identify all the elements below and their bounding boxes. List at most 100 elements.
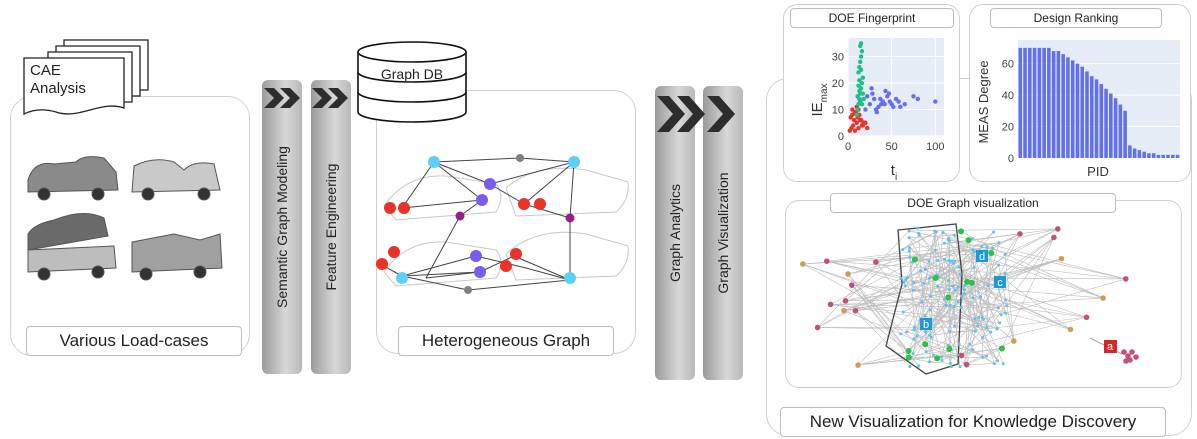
network-edge: [929, 355, 962, 363]
network-edge: [945, 304, 961, 367]
network-edge: [913, 335, 930, 355]
network-edge: [912, 278, 930, 354]
scatter-point: [867, 102, 873, 107]
network-node: [907, 249, 911, 253]
network-node-green: [934, 355, 941, 362]
bar: [1080, 66, 1085, 158]
network-edge: [913, 282, 950, 332]
scatter-point: [882, 102, 887, 107]
network-node: [1004, 298, 1008, 302]
network-edge: [929, 237, 1055, 336]
network-node: [953, 288, 957, 292]
network-node: [971, 296, 975, 300]
bar: [1056, 51, 1061, 158]
bar: [1042, 47, 1046, 158]
network-node: [986, 284, 990, 288]
network-node: [1005, 304, 1009, 308]
network-edge: [944, 228, 1058, 244]
network-node-green: [988, 249, 995, 256]
scatter-point: [873, 107, 879, 112]
database-icon: [357, 41, 467, 123]
network-node: [997, 241, 1001, 245]
network-node: [936, 284, 940, 288]
network-edge: [900, 333, 967, 365]
network-edge: [954, 235, 1007, 314]
network-node: [903, 284, 907, 288]
bar: [1175, 154, 1180, 158]
network-edge: [934, 231, 937, 275]
network-edge: [942, 232, 1071, 330]
network-node-green: [968, 279, 975, 286]
scatter-point: [859, 49, 865, 54]
network-edge: [909, 304, 947, 367]
cluster-label-a-text: a: [1107, 341, 1114, 353]
network-edge: [931, 296, 981, 338]
scatter-point: [865, 94, 870, 99]
network-edge: [966, 281, 1071, 330]
cluster-label-d: d: [976, 250, 988, 263]
network-edge: [983, 278, 1126, 320]
network-edge: [908, 228, 1058, 232]
network-edge: [972, 249, 998, 330]
network-node-green: [957, 228, 964, 235]
bar: [1104, 88, 1108, 158]
bar: [1061, 54, 1065, 158]
network-edge: [905, 279, 955, 327]
network-node: [1001, 362, 1005, 366]
network-edge: [960, 231, 993, 249]
bar: [1151, 153, 1156, 158]
doe-graph-title: DOE Graph visualization: [830, 193, 1116, 213]
network-node: [916, 226, 920, 230]
network-edge: [992, 248, 1104, 299]
network-node: [997, 263, 1001, 267]
network-node-green: [964, 278, 971, 285]
scatter-ytick: 30: [832, 52, 844, 64]
network-edge: [961, 331, 992, 356]
network-edge: [958, 344, 995, 364]
graph-visualization-label: Graph Visualization: [715, 172, 731, 294]
network-edge: [817, 278, 901, 328]
network-node: [960, 294, 964, 298]
network-edge: [909, 234, 955, 238]
scatter-point: [858, 67, 864, 72]
doe-graph-network: d c b a: [800, 223, 1139, 375]
network-node: [977, 315, 981, 319]
network-node: [899, 276, 903, 280]
network-node-outer: [1051, 234, 1057, 241]
network-edge: [826, 260, 908, 279]
network-node: [915, 334, 919, 338]
graph-db-label: Graph DB: [380, 66, 444, 82]
network-edge: [802, 263, 930, 336]
network-edge: [845, 267, 974, 302]
network-edge: [817, 230, 910, 328]
scatter-point: [886, 91, 892, 96]
network-node-outer: [1129, 349, 1135, 355]
network-node: [1003, 271, 1007, 275]
network-node: [942, 297, 946, 301]
scatter-ylabel: IEmax: [809, 83, 830, 116]
network-edge: [950, 285, 966, 364]
bar: [1137, 150, 1142, 158]
chevrons-icon-2: [657, 96, 735, 132]
bar-ytick: 40: [1002, 90, 1014, 102]
network-edge: [982, 337, 1003, 349]
network-node: [947, 238, 951, 242]
bar: [1128, 145, 1132, 158]
bar-ytick: 60: [1002, 59, 1014, 71]
scatter-point: [858, 41, 864, 46]
network-node: [927, 360, 931, 364]
scatter-point: [863, 107, 868, 112]
bar: [1147, 153, 1151, 158]
network-node: [934, 230, 938, 234]
doe-fingerprint-title: DOE Fingerprint: [790, 8, 954, 28]
feature-engineering-label: Feature Engineering: [323, 163, 339, 291]
network-node: [924, 350, 928, 354]
network-node-green: [905, 354, 912, 361]
network-node: [936, 258, 940, 262]
feature-engineering-bar: Feature Engineering: [311, 80, 351, 374]
network-edge: [817, 282, 905, 328]
network-edge: [1004, 254, 1015, 342]
scatter-point: [915, 96, 921, 102]
network-node: [996, 306, 1000, 310]
